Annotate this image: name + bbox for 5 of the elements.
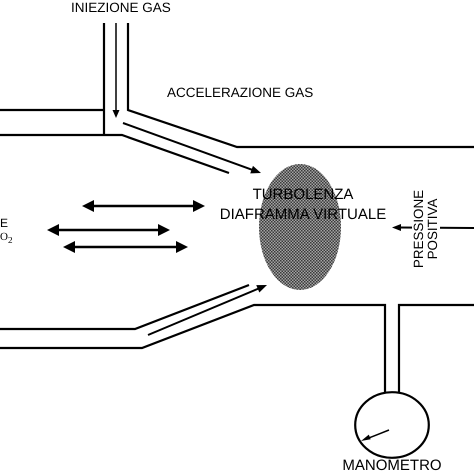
gauge-label: MANOMETRO bbox=[342, 457, 442, 474]
part-label: E bbox=[0, 216, 8, 230]
part-label: ACCELERAZIONE GAS bbox=[167, 84, 314, 100]
part-label: O$_{2}$ bbox=[0, 230, 13, 248]
part-label: INIEZIONE GAS bbox=[71, 0, 171, 16]
